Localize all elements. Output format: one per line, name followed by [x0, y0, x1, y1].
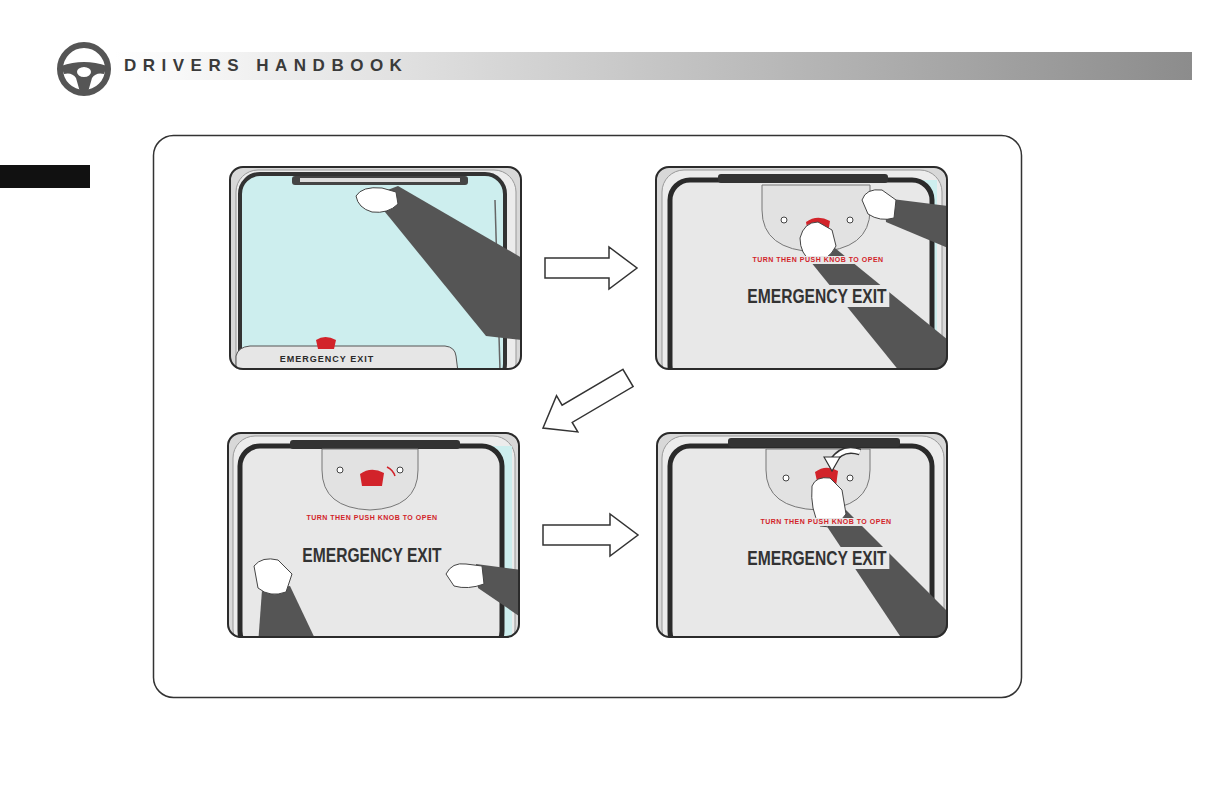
exit-sign-text: EMERGENCY EXIT — [745, 547, 889, 569]
gloved-hand — [356, 188, 398, 213]
red-knob — [316, 337, 336, 349]
figure-frame — [154, 136, 1022, 698]
arm — [258, 586, 318, 638]
steering-wheel-hub — [76, 66, 92, 78]
section-tab — [0, 165, 90, 188]
hinge-bar-highlight — [300, 178, 460, 182]
gloved-hand — [862, 190, 896, 220]
step-panel: EMERGENCY EXIT — [229, 166, 522, 370]
gloved-hand — [254, 559, 292, 594]
screw — [397, 467, 403, 473]
knob-bracket — [322, 449, 418, 510]
knob-instruction: TURN THEN PUSH KNOB TO OPEN — [749, 256, 886, 264]
step-panel: TURN THEN PUSH KNOB TO OPEN EMERGENCY EXI… — [656, 432, 948, 638]
red-knob — [360, 470, 384, 486]
step-arrow — [543, 514, 638, 556]
hinge-bar — [290, 440, 460, 449]
screw — [337, 467, 343, 473]
panel-illustration — [229, 166, 522, 370]
screw — [781, 217, 787, 223]
page-title: DRIVERS HANDBOOK — [124, 56, 408, 76]
arm — [372, 186, 522, 340]
turn-mark — [387, 467, 395, 476]
steering-wheel-spokes — [61, 62, 107, 92]
exit-plate — [236, 346, 458, 370]
screw — [847, 475, 853, 481]
exit-sign-text: EMERGENCY EXIT — [277, 355, 377, 365]
panel-illustration — [227, 432, 520, 638]
step-panel: TURN THEN PUSH KNOB TO OPEN EMERGENCY EXI… — [655, 166, 948, 370]
hinge-bar — [292, 176, 468, 185]
hinge-bar — [728, 438, 900, 447]
window-frame — [233, 436, 515, 638]
knob-instruction: TURN THEN PUSH KNOB TO OPEN — [303, 514, 440, 522]
exit-sign-text: EMERGENCY EXIT — [745, 285, 889, 307]
exit-panel — [240, 446, 502, 638]
screw — [783, 475, 789, 481]
screw — [847, 217, 853, 223]
header-bar — [115, 52, 1192, 80]
knob-instruction: TURN THEN PUSH KNOB TO OPEN — [757, 518, 894, 526]
step-panel: TURN THEN PUSH KNOB TO OPEN EMERGENCY EXI… — [227, 432, 520, 638]
step-arrow — [545, 247, 637, 289]
panel-illustration — [655, 166, 948, 370]
arm — [824, 510, 948, 638]
turn-arrow-head — [824, 457, 840, 471]
steering-wheel-rim — [60, 45, 108, 93]
step-arrow — [543, 369, 633, 432]
panel-illustration — [656, 432, 948, 638]
gloved-hand — [446, 564, 484, 588]
exit-sign-text: EMERGENCY EXIT — [300, 544, 444, 566]
hinge-bar — [718, 174, 888, 183]
